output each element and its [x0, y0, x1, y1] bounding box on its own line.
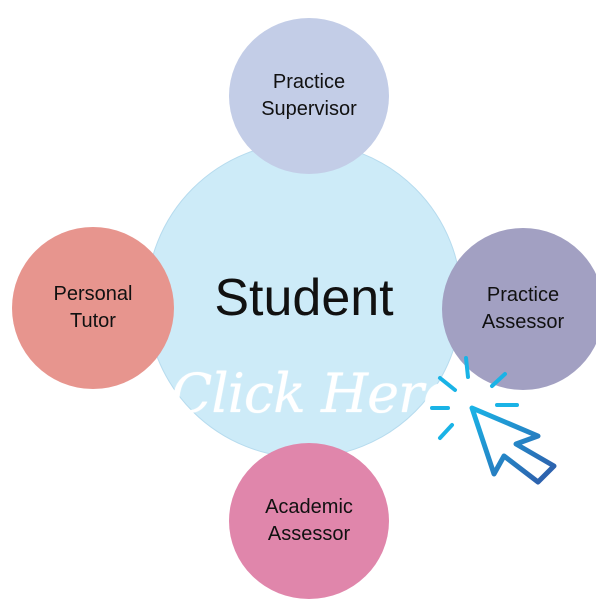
node-label: Practice Assessor — [481, 284, 565, 333]
node-practice-supervisor[interactable]: Practice Supervisor — [229, 18, 389, 174]
burst-ray — [438, 423, 454, 440]
node-practice-assessor[interactable]: Practice Assessor — [442, 228, 596, 390]
node-label: Personal Tutor — [53, 283, 133, 332]
node-academic-assessor[interactable]: Academic Assessor — [229, 443, 389, 599]
center-circle-student[interactable]: Student — [146, 142, 462, 458]
click-here-text[interactable]: Click Here — [171, 362, 455, 425]
node-label: Practice Supervisor — [261, 71, 357, 120]
center-label: Student — [214, 269, 394, 327]
node-label: Academic Assessor — [265, 496, 353, 545]
node-personal-tutor[interactable]: Personal Tutor — [12, 227, 174, 389]
cursor-arrow-shape — [469, 405, 557, 485]
